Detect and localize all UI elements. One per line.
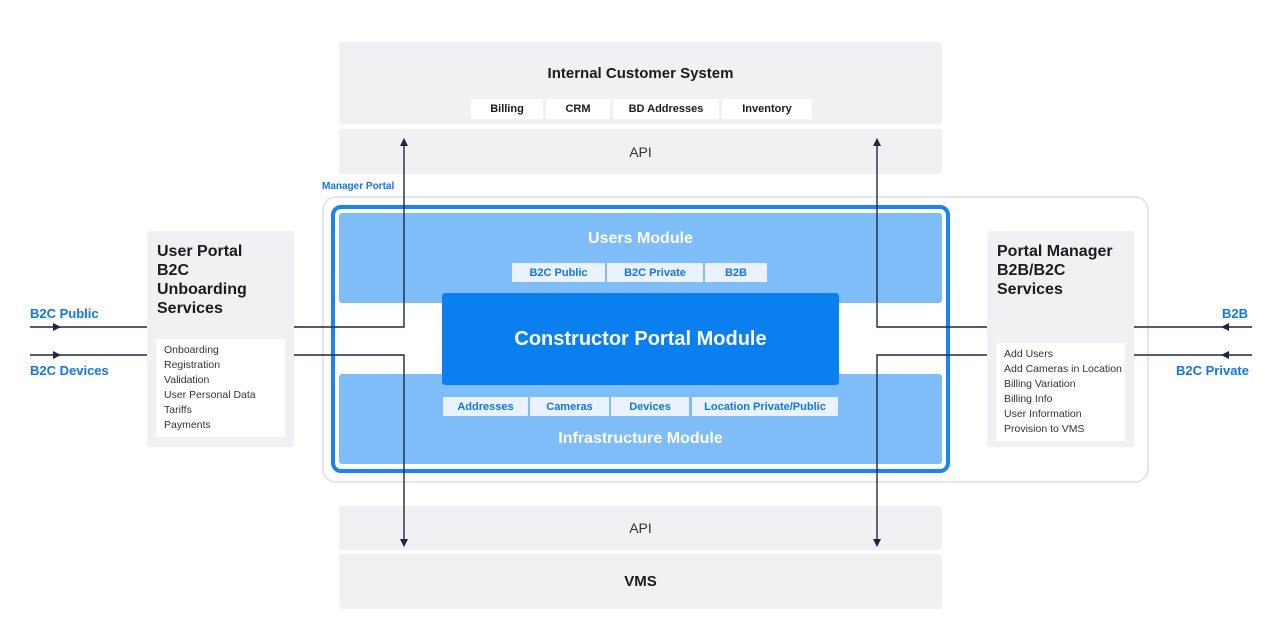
chip-b2c-private: B2C Private (607, 263, 703, 282)
chip-location: Location Private/Public (692, 397, 838, 416)
chip-billing: Billing (471, 99, 543, 119)
chip-b2b: B2B (705, 263, 767, 282)
chip-b2c-public: B2C Public (512, 263, 605, 282)
chip-devices: Devices (611, 397, 689, 416)
user-portal-list: Onboarding Registration Validation User … (156, 339, 285, 437)
users-module: Users Module B2C Public B2C Private B2B (339, 213, 942, 303)
label-b2c-private: B2C Private (1176, 363, 1249, 378)
internal-customer-system-title: Internal Customer System (547, 65, 734, 82)
list-item: Validation (164, 374, 210, 386)
list-item: Billing Info (1004, 393, 1053, 405)
inner-blue-frame (331, 205, 950, 473)
list-item: Add Users (1004, 348, 1054, 360)
api-bottom: API (339, 506, 942, 550)
user-portal: User Portal B2C Unboarding Services Onbo… (147, 231, 294, 447)
list-item: Provision to VMS (1004, 423, 1085, 435)
list-item: Payments (164, 419, 211, 431)
label-b2c-devices: B2C Devices (30, 363, 109, 378)
list-item: Add Cameras in Location (1004, 363, 1122, 375)
chip-addresses: Addresses (443, 397, 528, 416)
manager-portal-frame (322, 196, 1149, 483)
constructor-portal-module-title: Constructor Portal Module (514, 327, 767, 350)
line-left-up (294, 138, 408, 328)
user-portal-title: User Portal B2C Unboarding Services (157, 243, 247, 317)
portal-manager-list: Add Users Add Cameras in Location Billin… (996, 343, 1125, 441)
constructor-portal-module: Constructor Portal Module (442, 293, 839, 385)
portal-manager: Portal Manager B2B/B2C Services Add User… (987, 231, 1134, 447)
line-right-down (873, 354, 987, 547)
infrastructure-module-title: Infrastructure Module (558, 430, 723, 447)
vms-label: VMS (624, 573, 657, 590)
vms: VMS (339, 554, 942, 609)
internal-customer-system: Internal Customer System Billing CRM BD … (339, 42, 942, 124)
list-item: Billing Variation (1004, 378, 1076, 390)
list-item: User Information (1004, 408, 1082, 420)
api-bottom-label: API (629, 520, 652, 536)
chip-crm: CRM (546, 99, 610, 119)
manager-portal-label: Manager Portal (322, 181, 395, 192)
line-right-up (873, 138, 987, 328)
list-item: Onboarding (164, 344, 219, 356)
list-item: Tariffs (164, 404, 192, 416)
api-top: API (339, 129, 942, 174)
chip-inventory: Inventory (722, 99, 812, 119)
label-b2c-public: B2C Public (30, 306, 99, 321)
label-b2b: B2B (1222, 306, 1249, 321)
list-item: Registration (164, 359, 221, 371)
line-left-down (294, 354, 408, 547)
users-module-title: Users Module (588, 230, 693, 247)
infrastructure-module: Addresses Cameras Devices Location Priva… (339, 374, 942, 464)
chip-cameras: Cameras (530, 397, 609, 416)
portal-manager-title: Portal Manager B2B/B2C Services (997, 243, 1113, 298)
api-top-label: API (629, 143, 652, 160)
list-item: User Personal Data (164, 389, 256, 401)
chip-bd-addresses: BD Addresses (613, 99, 719, 119)
